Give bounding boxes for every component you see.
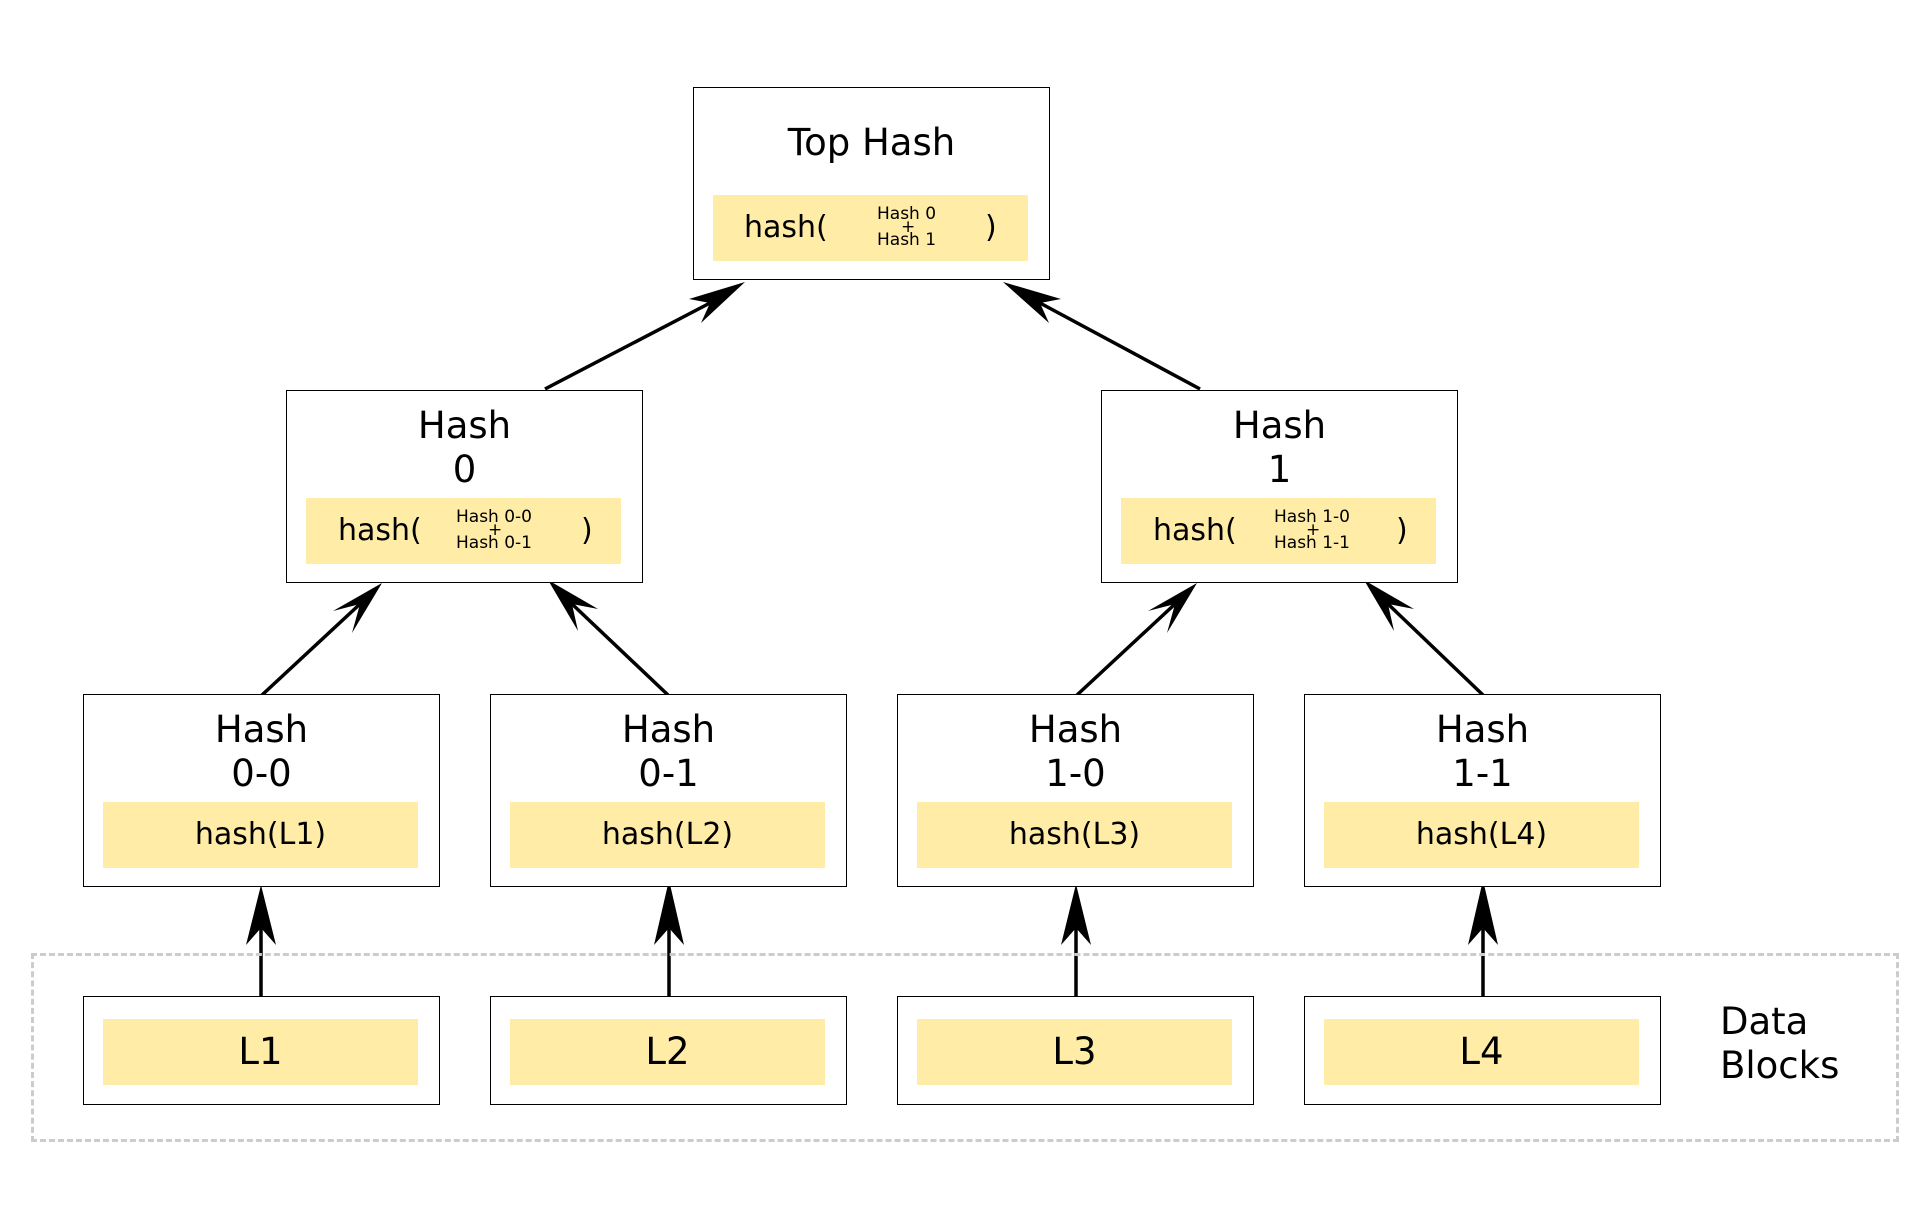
hash-0-0-node: Hash 0-0 hash(L1) [83,694,440,887]
top-hash-inputs: Hash 0 Hash 1 + [877,201,936,253]
arrowhead-L2-to-hash01 [654,880,684,945]
hash-1-inputs: Hash 1-0 Hash 1-1 + [1274,504,1350,556]
data-block-L4-label: L4 [1459,1030,1504,1073]
data-block-L3-strip: L3 [917,1019,1232,1085]
hash-0-title-line2: 0 [452,448,477,491]
hash-1-0-func: hash(L3) [1008,817,1141,852]
hash-0-title-line1: Hash [417,404,512,447]
hash-1-close: ) [1396,513,1408,548]
hash-0-input-2: Hash 0-1 [456,533,533,553]
top-hash-close: ) [985,210,997,245]
hash-1-1-title-line1: Hash [1435,708,1530,751]
hash-0-node: Hash 0 hash( Hash 0-0 Hash 0-1 + ) [286,390,643,583]
data-block-L4: L4 [1304,996,1661,1105]
arrowhead-L4-to-hash11 [1468,880,1498,945]
arrow-hash01-to-hash0 [570,602,670,697]
arrow-hash00-to-hash0 [260,602,362,697]
hash-0-1-strip: hash(L2) [510,802,825,868]
hash-0-close: ) [581,513,593,548]
top-hash-plus: + [901,217,916,237]
data-blocks-label-line1: Data [1720,1000,1809,1043]
top-hash-node: Top Hash hash( Hash 0 Hash 1 + ) [693,87,1050,280]
hash-0-0-title-line2: 0-0 [231,752,292,795]
data-block-L2-label: L2 [645,1030,690,1073]
top-hash-strip: hash( Hash 0 Hash 1 + ) [713,195,1028,261]
hash-1-0-title-line2: 1-0 [1045,752,1106,795]
data-block-L1-label: L1 [238,1030,283,1073]
hash-0-1-func: hash(L2) [601,817,734,852]
data-block-L3-label: L3 [1052,1030,1097,1073]
hash-0-0-strip: hash(L1) [103,802,418,868]
hash-0-1-title-line2: 0-1 [638,752,699,795]
data-blocks-label-line2: Blocks [1720,1044,1840,1087]
hash-1-0-title-line1: Hash [1028,708,1123,751]
hash-1-node: Hash 1 hash( Hash 1-0 Hash 1-1 + ) [1101,390,1458,583]
data-block-L3: L3 [897,996,1254,1105]
hash-0-1-title-line1: Hash [621,708,716,751]
hash-1-0-strip: hash(L3) [917,802,1232,868]
hash-1-title-line2: 1 [1267,448,1292,491]
hash-0-inputs: Hash 0-0 Hash 0-1 + [456,504,532,556]
hash-1-strip: hash( Hash 1-0 Hash 1-1 + ) [1121,498,1436,564]
hash-0-func: hash( [338,513,422,548]
data-block-L1-strip: L1 [103,1019,418,1085]
hash-0-0-func: hash(L1) [194,817,327,852]
arrowhead-hash10-to-hash1 [1148,583,1197,633]
arrow-hash0-to-top [544,301,711,391]
arrowhead-hash11-to-hash1 [1364,580,1414,631]
top-hash-input-1: Hash 0 [877,204,937,224]
arrowhead-L3-to-hash10 [1061,884,1091,945]
hash-0-0-title-line1: Hash [214,708,309,751]
hash-1-1-node: Hash 1-1 hash(L4) [1304,694,1661,887]
arrowhead-L1-to-hash00 [246,885,276,945]
hash-0-1-node: Hash 0-1 hash(L2) [490,694,847,887]
hash-1-1-func: hash(L4) [1415,817,1548,852]
data-block-L1: L1 [83,996,440,1105]
arrow-hash1-to-top [1039,301,1201,391]
hash-1-1-title-line2: 1-1 [1452,752,1513,795]
hash-0-input-1: Hash 0-0 [456,507,533,527]
hash-1-0-node: Hash 1-0 hash(L3) [897,694,1254,887]
data-blocks-region [31,953,1899,1142]
hash-1-input-1: Hash 1-0 [1274,507,1351,527]
data-blocks-label: Data Blocks [1720,1000,1839,1088]
hash-1-func: hash( [1153,513,1237,548]
arrowhead-hash01-to-hash0 [548,580,598,631]
hash-1-input-2: Hash 1-1 [1274,533,1351,553]
hash-0-plus: + [488,520,503,540]
hash-1-title-line1: Hash [1232,404,1327,447]
arrowhead-hash00-to-hash0 [333,583,382,633]
data-block-L2-strip: L2 [510,1019,825,1085]
hash-0-strip: hash( Hash 0-0 Hash 0-1 + ) [306,498,621,564]
top-hash-title: Top Hash [787,121,956,164]
data-block-L4-strip: L4 [1324,1019,1639,1085]
top-hash-input-2: Hash 1 [877,230,937,250]
arrow-hash10-to-hash1 [1075,602,1177,697]
data-block-L2: L2 [490,996,847,1105]
arrowhead-hash1-to-top [1003,282,1061,323]
hash-1-plus: + [1306,520,1321,540]
top-hash-func: hash( [744,210,828,245]
arrowhead-hash0-to-top [689,282,745,323]
hash-1-1-strip: hash(L4) [1324,802,1639,868]
arrow-hash11-to-hash1 [1386,602,1485,697]
